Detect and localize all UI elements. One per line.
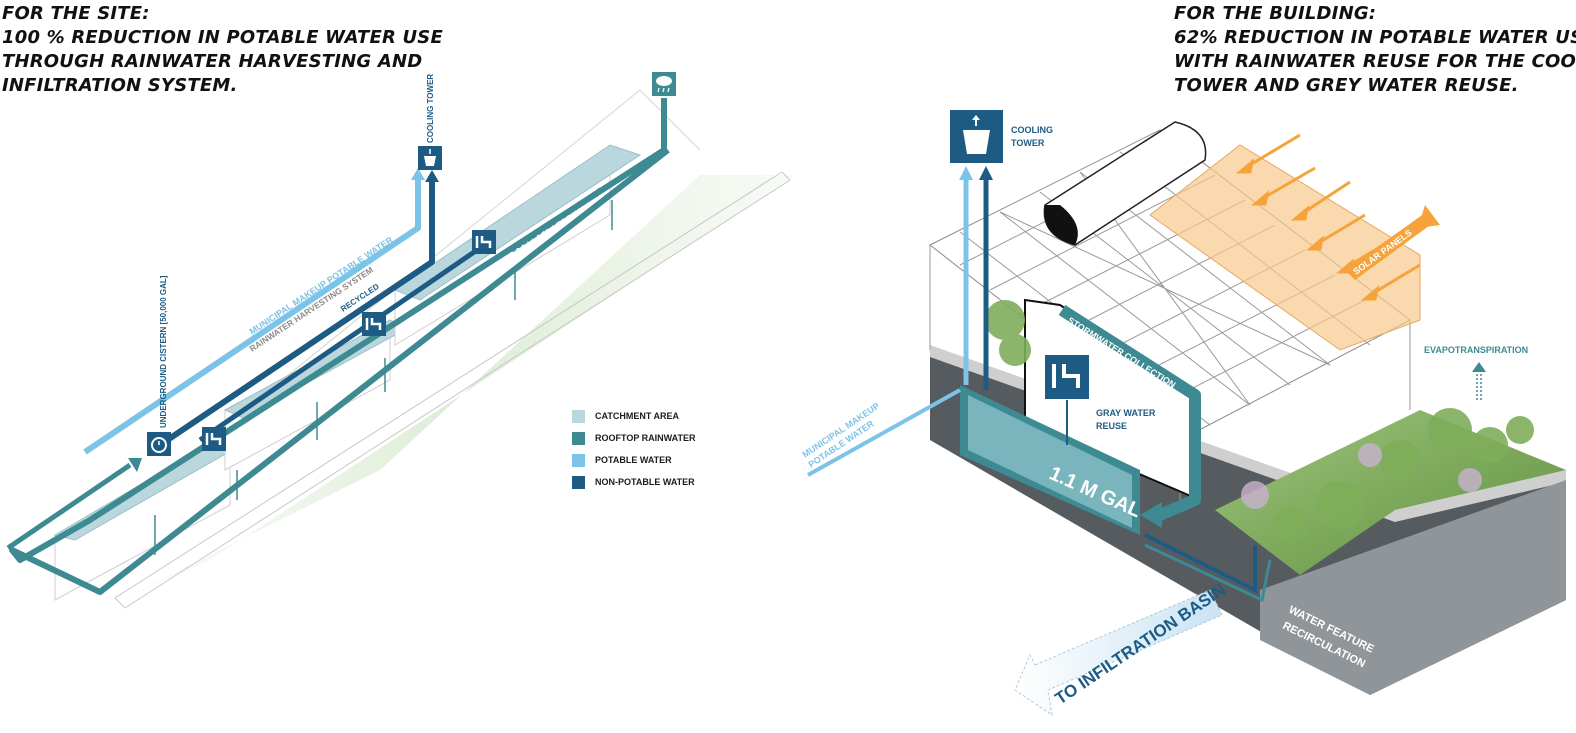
catchment-block-1 — [53, 431, 252, 601]
site-outline — [114, 171, 791, 609]
rooftop-rainwater-pipe — [9, 98, 670, 595]
site-diagram: COOLING TOWER MUNICIPAL MAKEUP POTABLE W… — [6, 72, 795, 609]
building-header-line-1: 62% REDUCTION IN POTABLE WATER USE — [1174, 27, 1576, 48]
solar-label-arrow — [1345, 213, 1433, 280]
infiltration-arrow — [1014, 589, 1223, 717]
legend-item-nonpotable: NON-POTABLE WATER — [572, 471, 696, 493]
potable-arrow — [411, 168, 425, 180]
legend: CATCHMENT AREA ROOFTOP RAINWATER POTABLE… — [572, 405, 696, 493]
rooftop-arrow — [128, 458, 142, 472]
downspouts — [154, 200, 613, 555]
building-diagram: SOLAR PANELS 1.1 M GAL STORMWATER COLLEC… — [801, 110, 1566, 717]
potable-water-pipe — [83, 178, 421, 455]
nonpotable-water-pipe — [158, 178, 435, 448]
building-cooling-tower-icon — [950, 110, 1003, 163]
legend-label-potable: POTABLE WATER — [595, 455, 672, 465]
site-header-line-3: INFILTRATION SYSTEM. — [2, 75, 238, 96]
gray-water-label-1: GRAY WATER — [1096, 408, 1156, 418]
building-header-line-3: TOWER AND GREY WATER REUSE. — [1174, 75, 1519, 96]
ground-slab-front — [1260, 480, 1566, 695]
site-header-title: FOR THE SITE: — [2, 3, 150, 24]
building-header-title: FOR THE BUILDING: — [1174, 3, 1377, 24]
building-nonpotable-arrow — [979, 166, 993, 180]
recirculation-pipe — [1144, 533, 1257, 594]
recirculation-pipe-2 — [1144, 543, 1272, 603]
cistern-label: UNDERGROUND CISTERN [50,000 GAL] — [159, 275, 168, 428]
legend-swatch-potable — [572, 453, 585, 467]
legend-label-catchment: CATCHMENT AREA — [595, 411, 679, 421]
legend-swatch-nonpotable — [572, 475, 585, 489]
landscape-strip — [120, 175, 795, 600]
site-header-line-1: 100 % REDUCTION IN POTABLE WATER USE — [2, 27, 443, 48]
legend-item-rooftop: ROOFTOP RAINWATER — [572, 427, 696, 449]
building-header: FOR THE BUILDING: 62% REDUCTION IN POTAB… — [1174, 2, 1576, 98]
faucet-icon-2 — [362, 312, 386, 336]
legend-item-potable: POTABLE WATER — [572, 449, 696, 471]
building-potable-arrow — [959, 166, 973, 180]
cooling-tower-icon — [418, 146, 442, 170]
cooling-tower-label: COOLING TOWER — [426, 74, 435, 143]
skylight — [1043, 121, 1207, 246]
evapo-label: EVAPOTRANSPIRATION — [1424, 345, 1528, 355]
building-header-line-2: WITH RAINWATER REUSE FOR THE COOLING — [1174, 51, 1576, 72]
stormwater-pipe — [1058, 304, 1201, 521]
solar-label-arrowhead — [1418, 205, 1440, 228]
site-header: FOR THE SITE: 100 % REDUCTION IN POTABLE… — [2, 2, 443, 98]
cooling-label-1: COOLING — [1011, 125, 1053, 135]
legend-label-rooftop: ROOFTOP RAINWATER — [595, 433, 696, 443]
municipal-pipe — [807, 388, 961, 477]
site-header-line-2: THROUGH RAINWATER HARVESTING AND — [2, 51, 423, 72]
cistern-tank-inner — [968, 395, 1132, 528]
solar-panels — [1149, 144, 1421, 351]
rooftop-rainwater-pipe-2 — [6, 462, 132, 551]
legend-swatch-catchment — [572, 409, 585, 423]
legend-item-catchment: CATCHMENT AREA — [572, 405, 696, 427]
nonpotable-arrow — [425, 170, 439, 182]
cooling-label-2: TOWER — [1011, 138, 1045, 148]
evapo-arrow — [1472, 362, 1486, 400]
legend-swatch-rooftop — [572, 431, 585, 445]
faucet-icon-3 — [472, 230, 496, 254]
garden-trees-pink — [1241, 443, 1482, 509]
cistern-icon — [147, 432, 171, 456]
stormwater-arrowhead — [1140, 502, 1162, 528]
gray-water-icon — [1045, 355, 1089, 399]
gray-water-label-2: REUSE — [1096, 421, 1127, 431]
garden-trees — [985, 300, 1534, 543]
faucet-icon-1 — [202, 427, 226, 451]
recycled-pipe — [198, 245, 482, 443]
legend-label-nonpotable: NON-POTABLE WATER — [595, 477, 695, 487]
rain-cloud-icon — [652, 72, 676, 96]
infiltration-label: TO INFILTRATION BASIN — [1052, 580, 1229, 708]
